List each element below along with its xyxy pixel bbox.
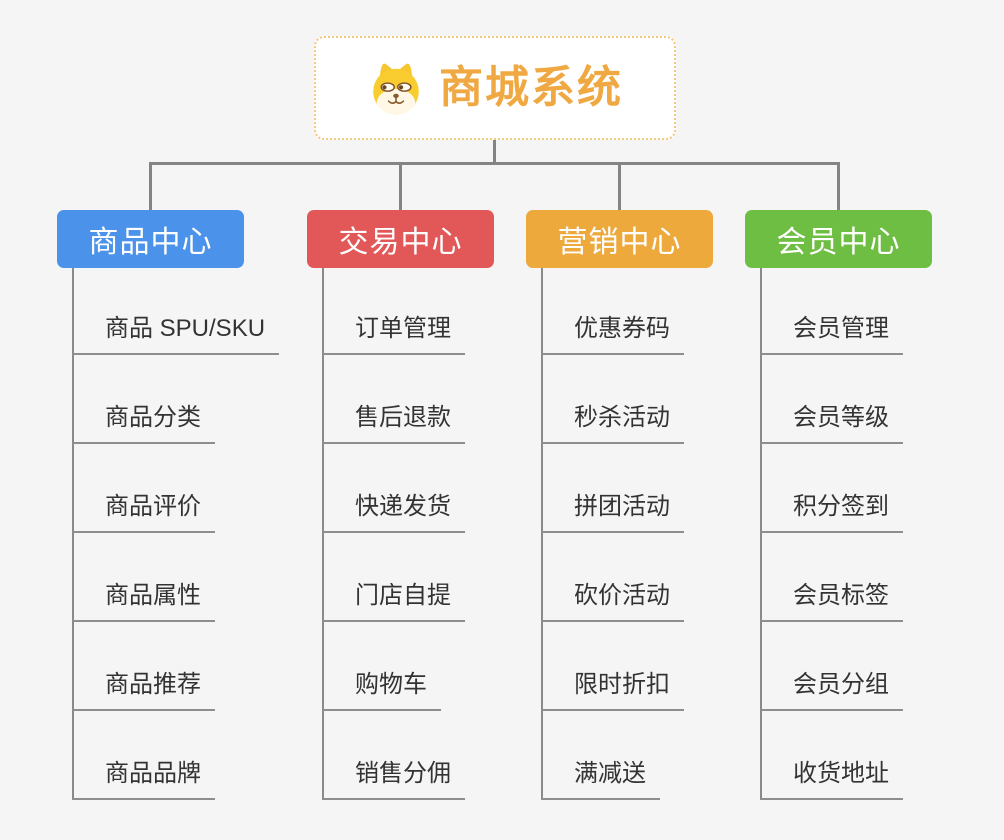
leaf-item[interactable]: 收货地址 <box>760 760 903 800</box>
branch-label: 会员中心 <box>776 226 901 259</box>
leaf-item[interactable]: 会员标签 <box>760 582 903 622</box>
branch-drop-line <box>399 162 402 210</box>
leaf-item[interactable]: 商品推荐 <box>72 671 215 711</box>
leaf-item[interactable]: 商品 SPU/SKU <box>72 315 280 355</box>
branch-drop-line <box>618 162 621 210</box>
branch-drop-line <box>149 162 152 210</box>
leaf-item[interactable]: 商品分类 <box>72 404 215 444</box>
branch-drop-line <box>837 162 840 210</box>
leaf-item[interactable]: 秒杀活动 <box>541 404 684 444</box>
leaf-column: 订单管理售后退款快递发货门店自提购物车销售分佣 <box>322 268 602 800</box>
branch-trunk-line <box>760 268 762 799</box>
leaf-item[interactable]: 拼团活动 <box>541 493 684 533</box>
leaf-column: 优惠券码秒杀活动拼团活动砍价活动限时折扣满减送 <box>541 268 821 800</box>
leaf-item[interactable]: 会员分组 <box>760 671 903 711</box>
leaf-item[interactable]: 会员等级 <box>760 404 903 444</box>
leaf-item[interactable]: 购物车 <box>322 671 441 711</box>
branch-trunk-line <box>541 268 543 799</box>
leaf-item[interactable]: 售后退款 <box>322 404 465 444</box>
leaf-item[interactable]: 商品评价 <box>72 493 215 533</box>
root-drop-line <box>493 140 496 163</box>
leaf-item[interactable]: 订单管理 <box>322 315 465 355</box>
leaf-item[interactable]: 砍价活动 <box>541 582 684 622</box>
branch-node[interactable]: 营销中心 <box>526 210 713 268</box>
branch-horizontal-line <box>149 162 840 165</box>
branch-node[interactable]: 交易中心 <box>307 210 494 268</box>
shiba-dog-icon <box>373 63 419 115</box>
leaf-column: 商品 SPU/SKU 商品分类商品评价商品属性商品推荐商品品牌 <box>72 268 352 800</box>
leaf-item[interactable]: 销售分佣 <box>322 760 465 800</box>
branch-node[interactable]: 商品中心 <box>57 210 244 268</box>
leaf-column: 会员管理会员等级积分签到会员标签会员分组收货地址 <box>760 268 1004 800</box>
leaf-item[interactable]: 门店自提 <box>322 582 465 622</box>
leaf-item[interactable]: 满减送 <box>541 760 660 800</box>
leaf-item[interactable]: 限时折扣 <box>541 671 684 711</box>
branch-trunk-line <box>72 268 74 799</box>
branch-label: 商品中心 <box>88 226 213 259</box>
leaf-item[interactable]: 商品属性 <box>72 582 215 622</box>
branch-trunk-line <box>322 268 324 799</box>
leaf-item[interactable]: 积分签到 <box>760 493 903 533</box>
leaf-item[interactable]: 商品品牌 <box>72 760 215 800</box>
branch-label: 营销中心 <box>557 226 682 259</box>
branch-label: 交易中心 <box>338 226 463 259</box>
root-label: 商城系统 <box>439 63 623 112</box>
leaf-item[interactable]: 优惠券码 <box>541 315 684 355</box>
leaf-item[interactable]: 会员管理 <box>760 315 903 355</box>
branch-node[interactable]: 会员中心 <box>745 210 932 268</box>
leaf-item[interactable]: 快递发货 <box>322 493 465 533</box>
root-node[interactable]: 商城系统 <box>314 36 676 140</box>
